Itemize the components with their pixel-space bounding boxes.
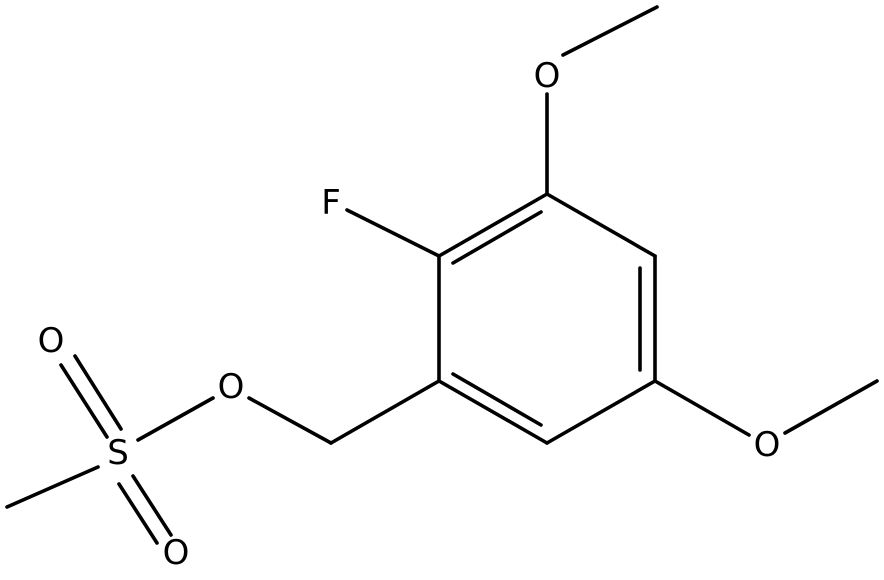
atom-sulfonyl-oxygen-bottom: O — [163, 533, 190, 573]
bond-s-o-bottom-b — [131, 474, 173, 537]
ring-bond-c4-c5 — [545, 379, 657, 445]
bond-ester-o-s — [136, 396, 215, 442]
atom-sulfonyl-oxygen-top: O — [38, 321, 65, 361]
ring-bond-c1-c2 — [437, 192, 549, 258]
ring-bond-c3-c4 — [437, 379, 549, 445]
atom-fluorine: F — [321, 183, 341, 223]
bond-methoxy-o-ch3-top — [561, 5, 659, 57]
atom-methoxy-oxygen-top: O — [534, 56, 561, 96]
bond-c3-ch2 — [329, 379, 441, 445]
ring-bond-c1-c2-inner — [451, 210, 543, 265]
atom-methoxy-oxygen-right: O — [754, 425, 781, 465]
bond-c5-methoxy-o — [653, 379, 751, 437]
bond-s-ch3 — [5, 465, 100, 509]
bond-s-o-bottom-a — [117, 482, 159, 545]
ring-bond-c3-c4-inner — [451, 372, 543, 427]
bond-methoxy-o-ch3-right — [783, 379, 879, 435]
atom-sulfur: S — [107, 433, 129, 473]
ring-bond-c6-c1 — [545, 192, 657, 258]
bond-c2-fluorine — [345, 208, 441, 258]
atom-ester-oxygen: O — [218, 367, 245, 407]
bond-ch2-ester-o — [247, 396, 333, 445]
bond-s-o-top-b — [73, 354, 123, 431]
bond-s-o-top-a — [59, 363, 109, 439]
